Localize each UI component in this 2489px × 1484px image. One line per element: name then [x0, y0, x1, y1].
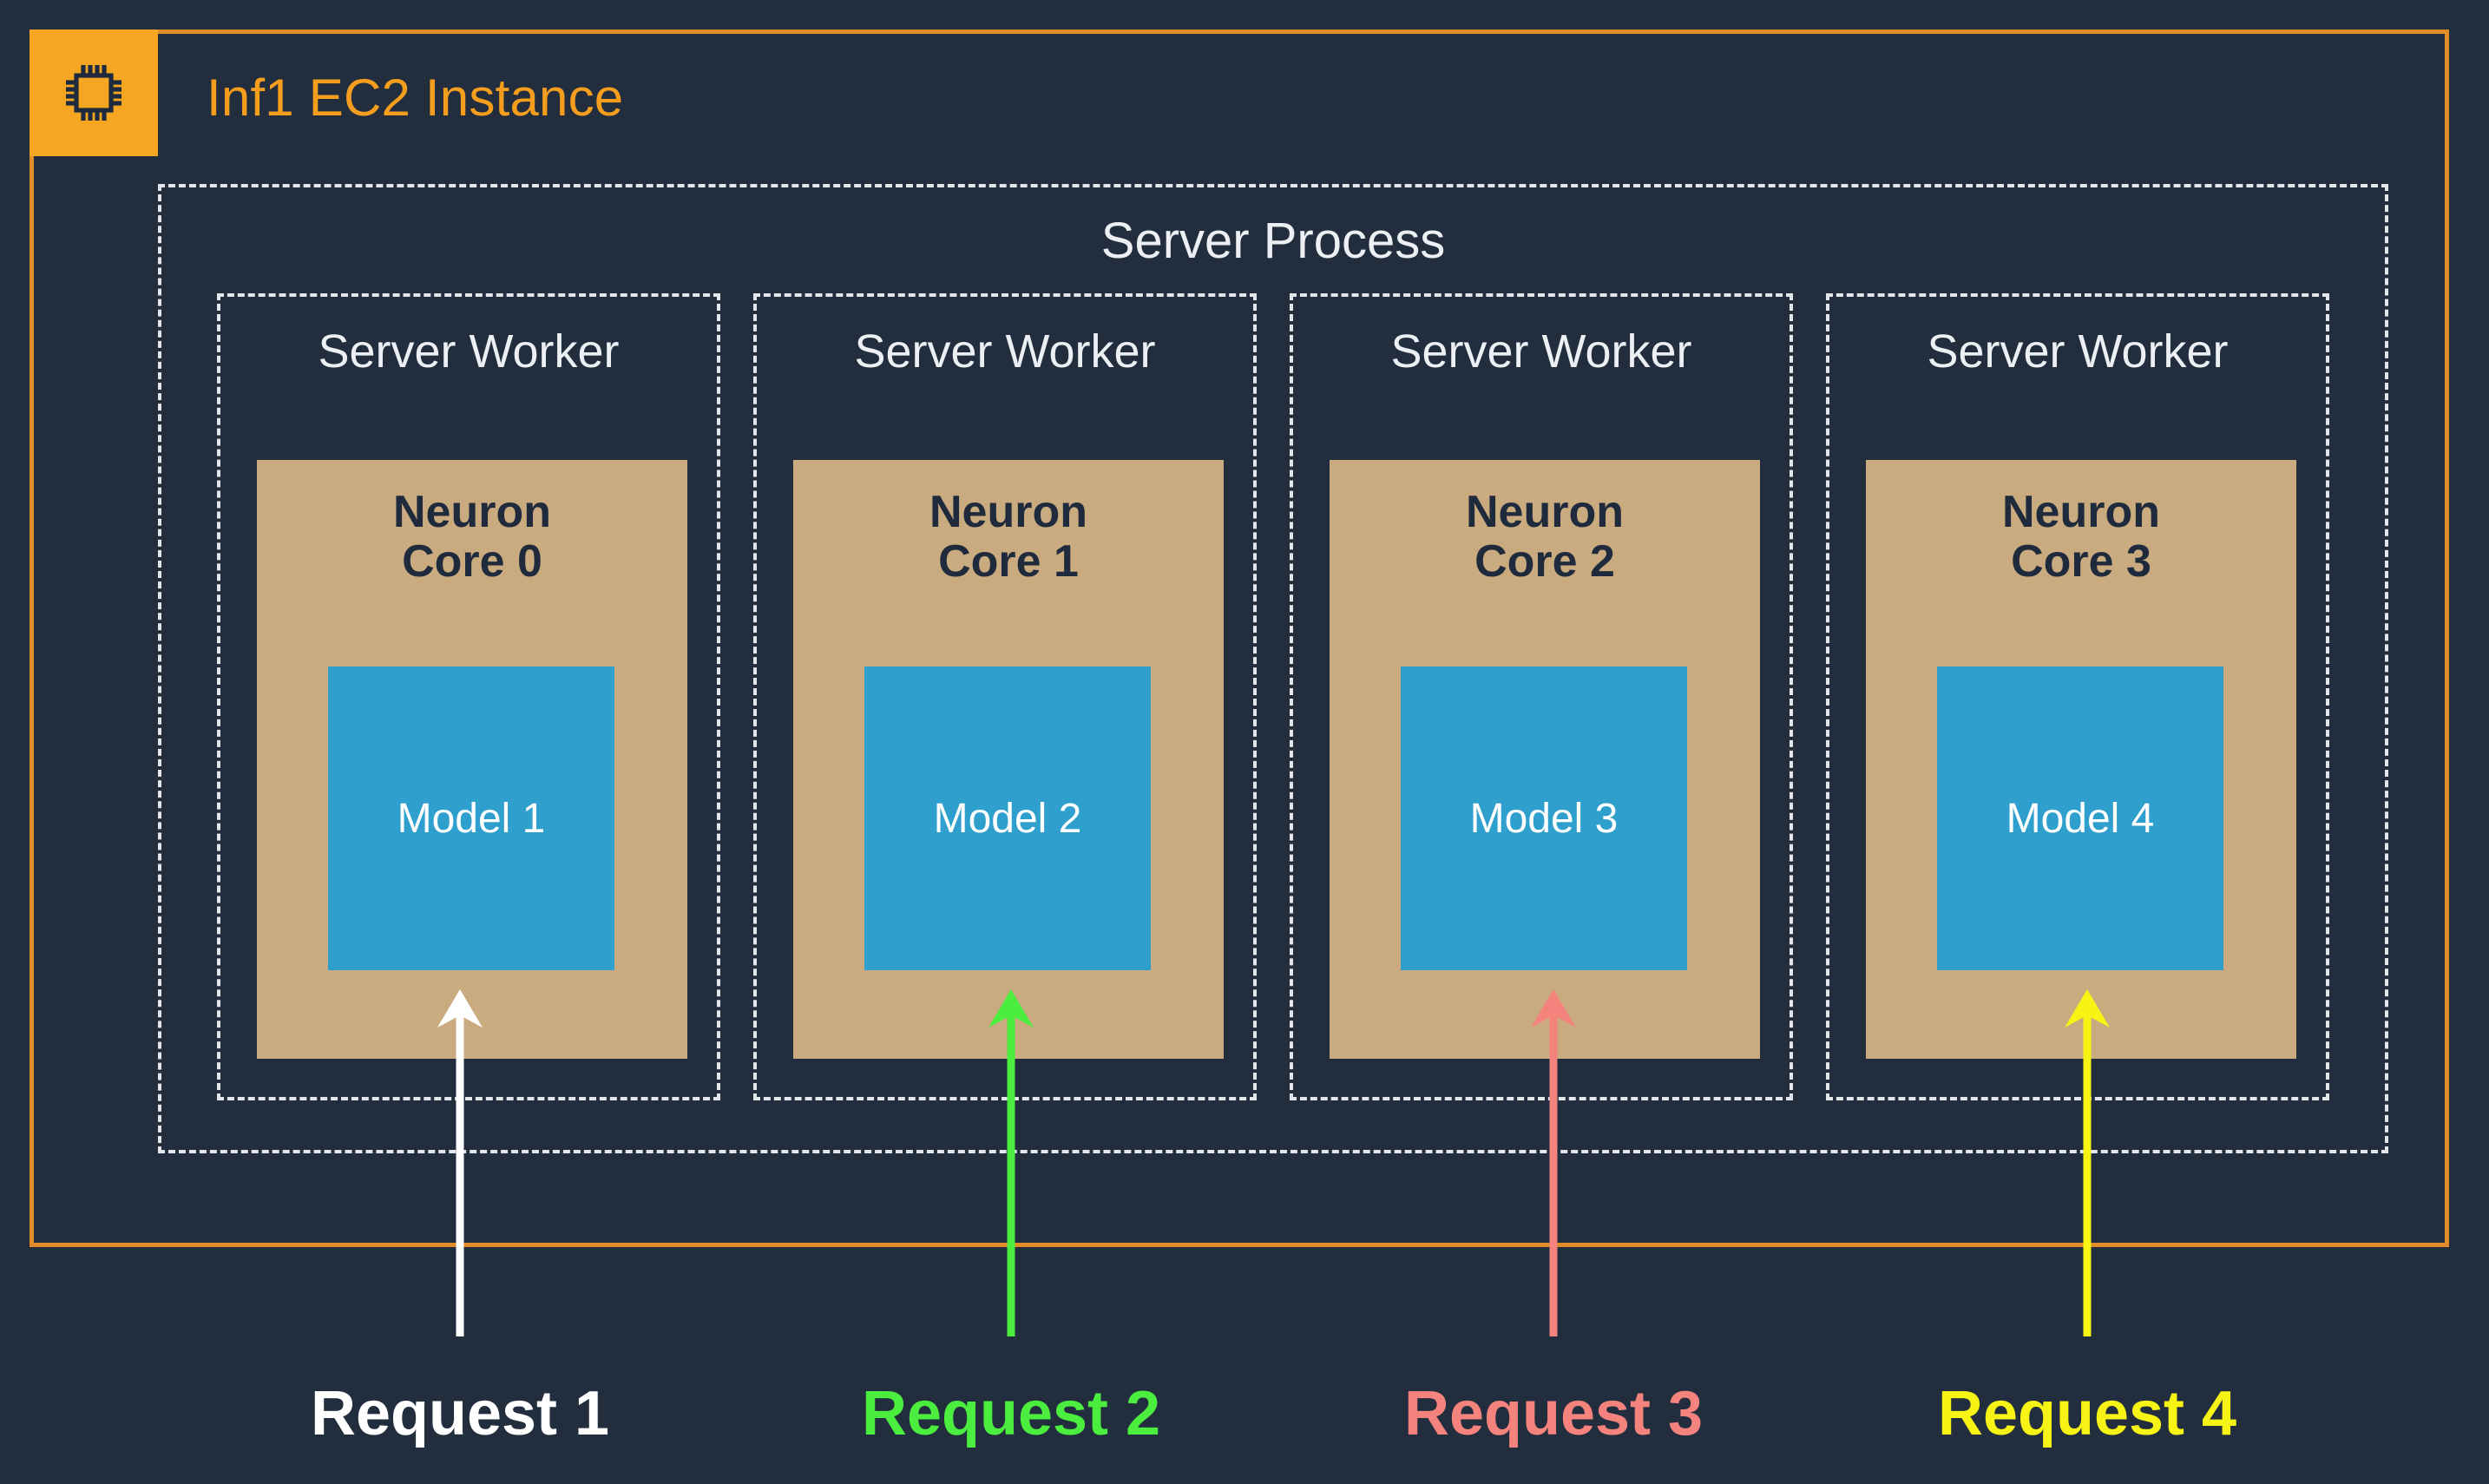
- server-worker-row: Server Worker Neuron Core 0 Model 1 Serv…: [217, 293, 2329, 1100]
- neuron-core-label: Neuron Core 2: [1330, 487, 1760, 588]
- neuron-core-label-line2: Core 0: [402, 536, 542, 588]
- model-box-1: Model 1: [328, 666, 614, 970]
- model-box-3: Model 3: [1401, 666, 1687, 970]
- server-worker-3: Server Worker Neuron Core 3 Model 4: [1826, 293, 2329, 1100]
- request-label-3: Request 3: [1403, 1379, 1704, 1448]
- server-worker-title: Server Worker: [854, 325, 1156, 378]
- neuron-core-label: Neuron Core 1: [793, 487, 1224, 588]
- neuron-core-label-line1: Neuron: [929, 487, 1087, 537]
- server-worker-title: Server Worker: [1390, 325, 1692, 378]
- neuron-core-1: Neuron Core 1 Model 2: [793, 460, 1224, 1059]
- neuron-core-label: Neuron Core 0: [257, 487, 687, 588]
- server-process-container: Server Process: [158, 184, 2388, 1153]
- instance-title: Inf1 EC2 Instance: [207, 69, 624, 127]
- model-label: Model 3: [1469, 795, 1619, 842]
- request-label-1: Request 1: [310, 1379, 610, 1448]
- neuron-core-label-line2: Core 3: [2011, 536, 2151, 588]
- server-worker-title: Server Worker: [318, 325, 620, 378]
- request-label-4: Request 4: [1937, 1379, 2237, 1448]
- neuron-core-0: Neuron Core 0 Model 1: [257, 460, 687, 1059]
- neuron-core-label-line1: Neuron: [2002, 487, 2160, 537]
- neuron-core-label-line1: Neuron: [393, 487, 551, 537]
- inf1-ec2-instance-frame: [30, 30, 2449, 1247]
- chip-icon-badge: [30, 30, 158, 156]
- neuron-core-label-line1: Neuron: [1466, 487, 1624, 537]
- model-label: Model 4: [2006, 795, 2155, 842]
- model-label: Model 2: [933, 795, 1082, 842]
- server-worker-1: Server Worker Neuron Core 1 Model 2: [753, 293, 1257, 1100]
- chip-icon: [52, 51, 135, 135]
- neuron-core-2: Neuron Core 2 Model 3: [1330, 460, 1760, 1059]
- server-worker-0: Server Worker Neuron Core 0 Model 1: [217, 293, 720, 1100]
- server-worker-2: Server Worker Neuron Core 2 Model 3: [1290, 293, 1793, 1100]
- neuron-core-3: Neuron Core 3 Model 4: [1866, 460, 2296, 1059]
- neuron-core-label: Neuron Core 3: [1866, 487, 2296, 588]
- request-label-2: Request 2: [861, 1379, 1161, 1448]
- neuron-core-label-line2: Core 1: [938, 536, 1079, 588]
- model-box-2: Model 2: [864, 666, 1151, 970]
- model-box-4: Model 4: [1937, 666, 2223, 970]
- server-process-title: Server Process: [1100, 213, 1446, 269]
- neuron-core-label-line2: Core 2: [1474, 536, 1615, 588]
- model-label: Model 1: [397, 795, 546, 842]
- server-worker-title: Server Worker: [1927, 325, 2229, 378]
